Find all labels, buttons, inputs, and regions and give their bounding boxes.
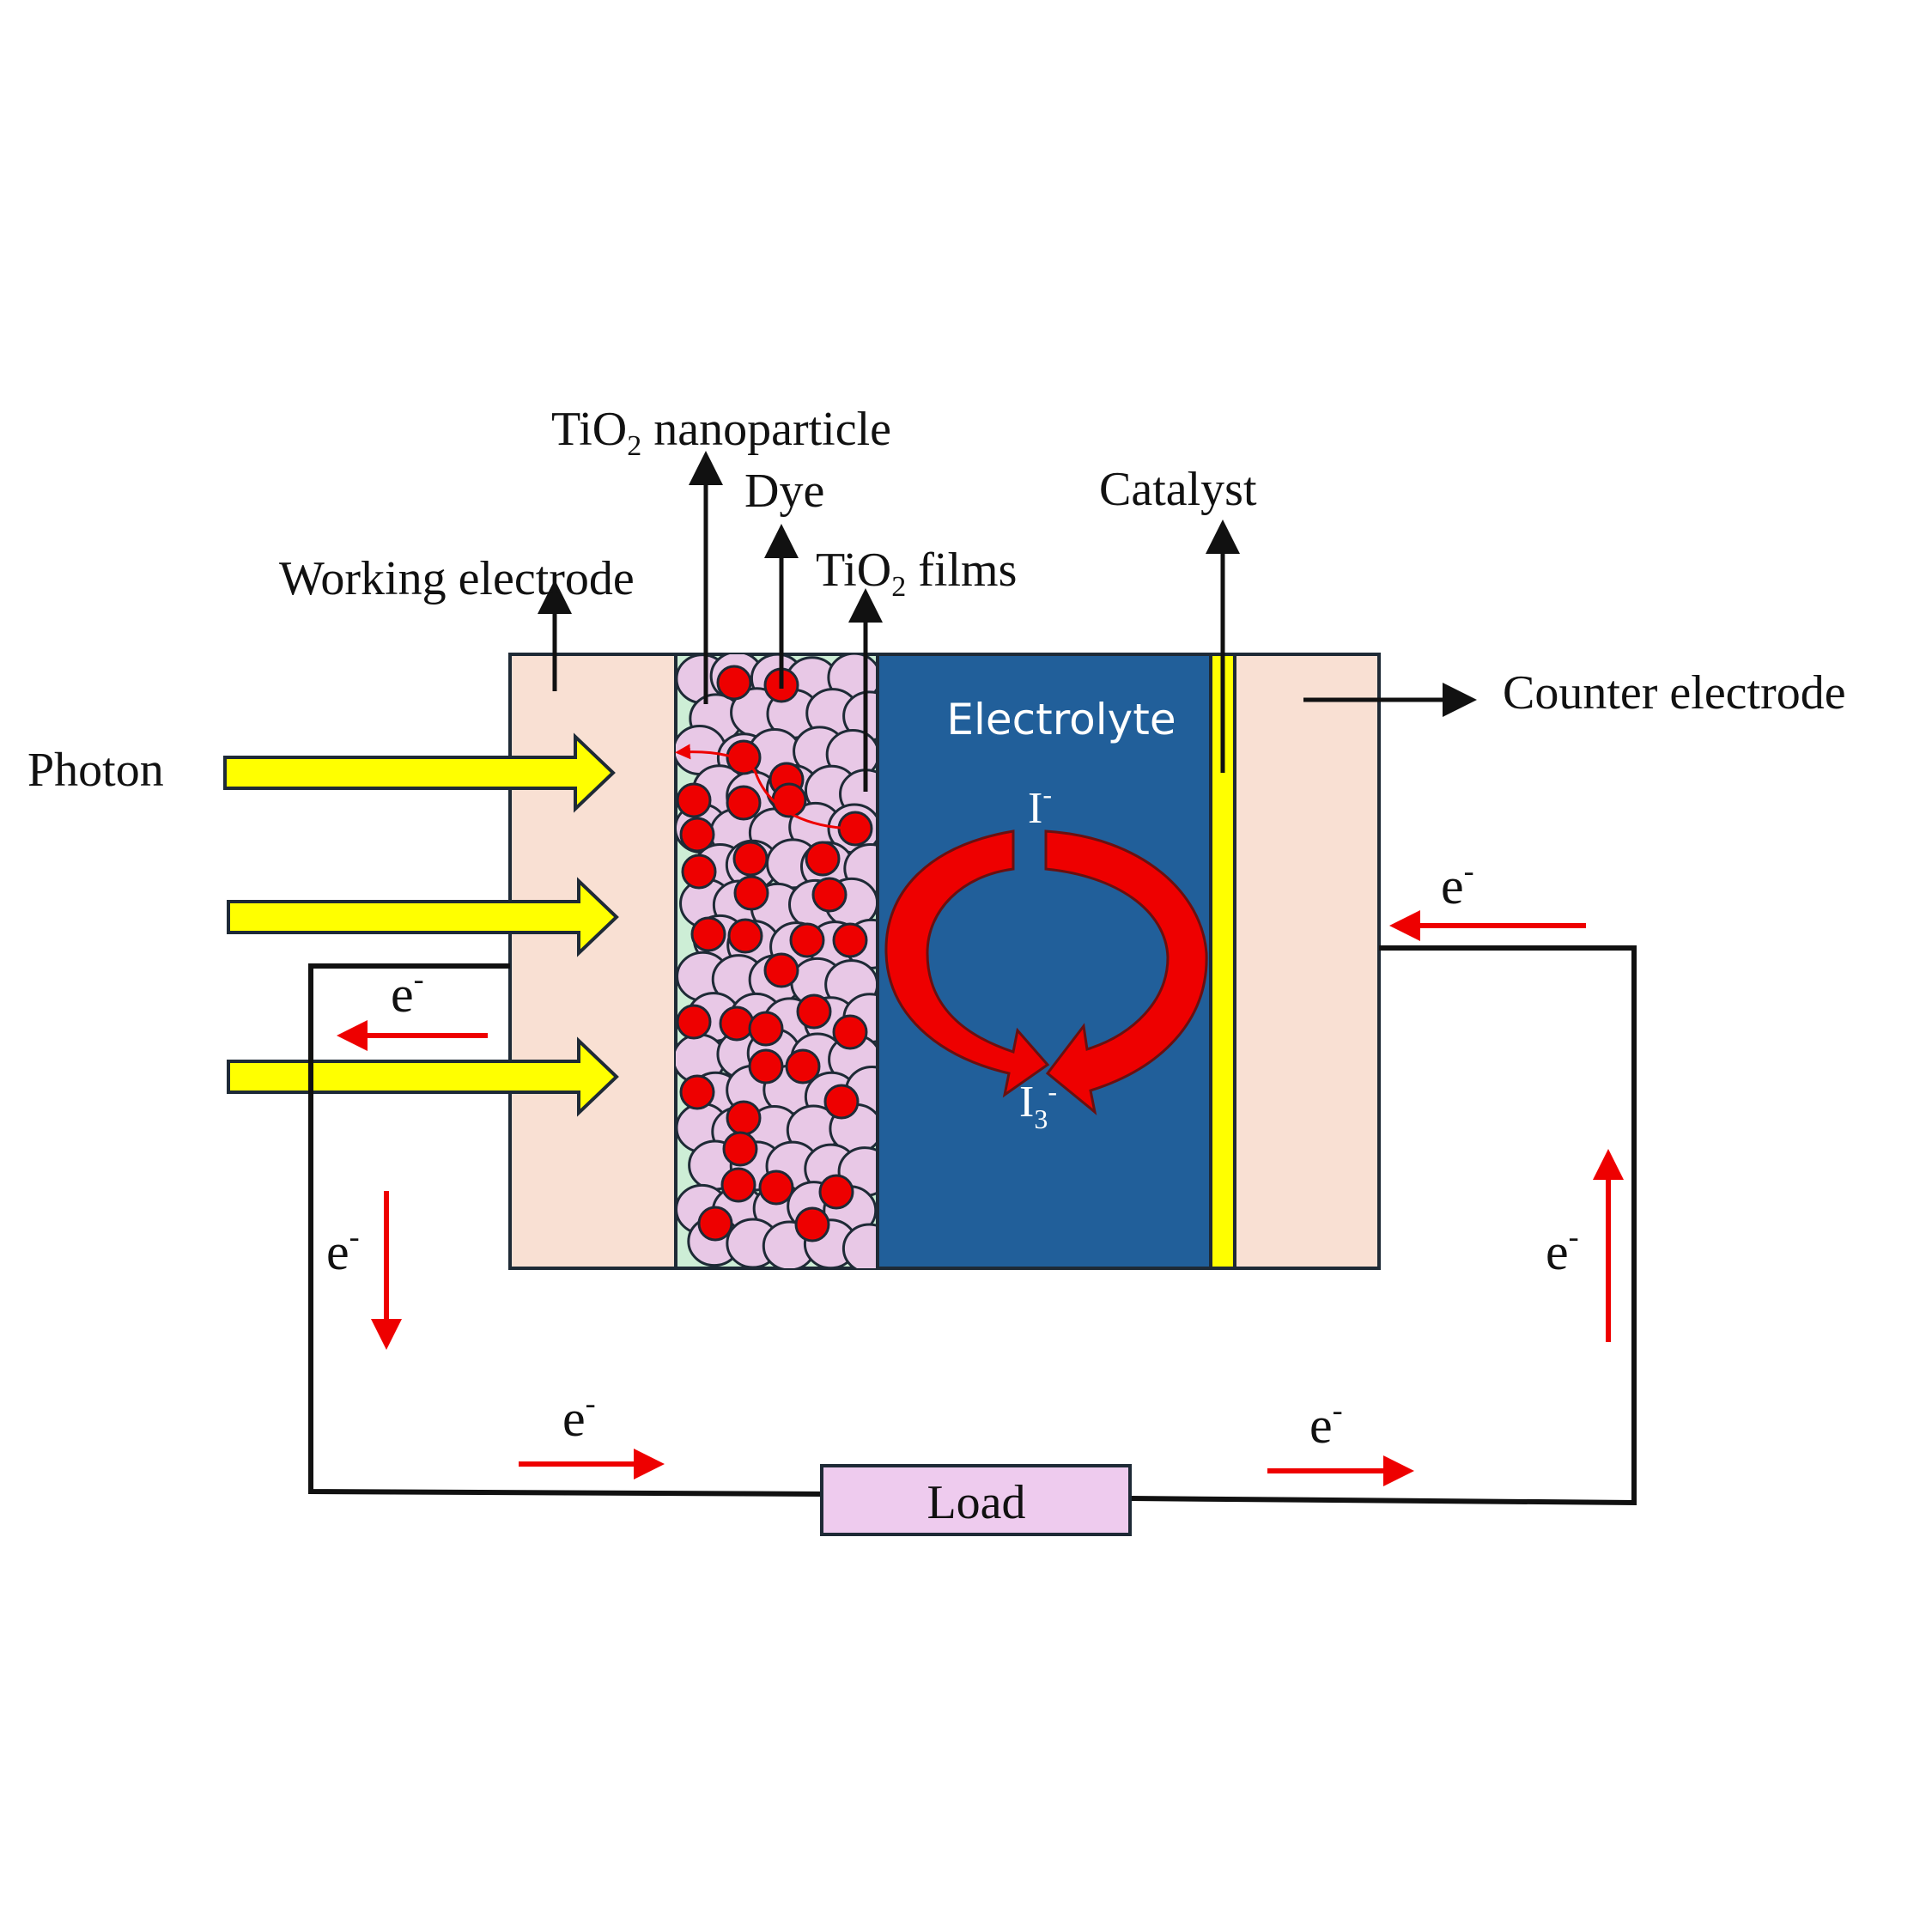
dye-molecule <box>811 877 848 913</box>
dye-molecule <box>789 922 825 958</box>
electron-label-top-right: e- <box>1441 854 1474 914</box>
electron-label-left-vertical: e- <box>326 1219 360 1280</box>
dye-molecule <box>805 841 841 877</box>
electron-label-bottom-right: e- <box>1309 1393 1343 1454</box>
tio2-films-label: TiO2 films <box>816 544 1017 603</box>
tio2-nanoparticle-label: TiO2 nanoparticle <box>551 403 891 462</box>
working-electrode-layer <box>508 653 677 1270</box>
dye-molecule <box>697 1206 733 1242</box>
working-electrode-label: Working electrode <box>279 552 635 605</box>
electron-label-right-vertical: e- <box>1546 1219 1579 1280</box>
dye-molecule <box>676 782 712 818</box>
electron-injection-arrow <box>675 744 860 830</box>
dye-molecule <box>785 1048 821 1084</box>
dye-molecule <box>681 854 717 890</box>
iodide-label: I- <box>1028 779 1052 833</box>
electron-label-left-horizontal: e- <box>391 962 424 1023</box>
dye-molecule <box>748 1011 784 1047</box>
dye-molecule <box>719 1005 755 1042</box>
dye-molecule <box>763 952 799 988</box>
dye-molecule <box>796 993 832 1030</box>
left-wire <box>308 963 823 1497</box>
dye-molecule <box>679 1074 715 1110</box>
photon-arrow-3 <box>227 1036 619 1117</box>
dye-molecule <box>794 1206 830 1242</box>
load-box <box>820 1464 1132 1536</box>
load-label: Load <box>927 1476 1025 1529</box>
dye-molecule <box>716 665 752 701</box>
counter-electrode-layer <box>1233 653 1381 1270</box>
dye-molecule <box>732 841 769 877</box>
dye-molecule <box>726 1100 762 1136</box>
dye-molecule <box>726 739 762 775</box>
dye-molecule <box>676 1004 712 1040</box>
tio2-nanoparticle <box>841 1223 878 1268</box>
dye-molecule <box>720 1167 756 1203</box>
counter-electrode-label: Counter electrode <box>1503 666 1846 720</box>
dye-molecule <box>823 1084 860 1120</box>
electrolyte-label: Electrolyte <box>946 695 1176 744</box>
photon-arrow-1 <box>223 732 616 813</box>
electron-label-bottom-left: e- <box>562 1386 596 1447</box>
right-wire <box>1129 945 1637 1506</box>
nanoparticle-layer <box>676 654 878 1268</box>
dye-molecule <box>832 1014 868 1050</box>
triiodide-label: I3- <box>1019 1076 1057 1134</box>
dye-molecule <box>726 785 762 821</box>
dye-molecule <box>727 918 763 954</box>
electrolyte-layer <box>876 653 1212 1270</box>
photon-arrow-2 <box>227 877 619 957</box>
dye-molecule <box>832 922 868 958</box>
dye-molecule <box>733 875 769 911</box>
dye-molecule <box>690 916 726 952</box>
catalyst-label: Catalyst <box>1099 463 1257 516</box>
redox-arrow-left <box>884 829 1050 1098</box>
photon-label: Photon <box>27 744 164 797</box>
dye-molecule <box>758 1170 794 1206</box>
dye-molecule <box>818 1174 854 1210</box>
dye-molecule <box>679 817 715 853</box>
dye-label: Dye <box>744 465 824 518</box>
dye-molecule <box>722 1131 758 1167</box>
redox-arrow-right <box>1044 829 1208 1115</box>
dye-molecule <box>748 1048 784 1084</box>
